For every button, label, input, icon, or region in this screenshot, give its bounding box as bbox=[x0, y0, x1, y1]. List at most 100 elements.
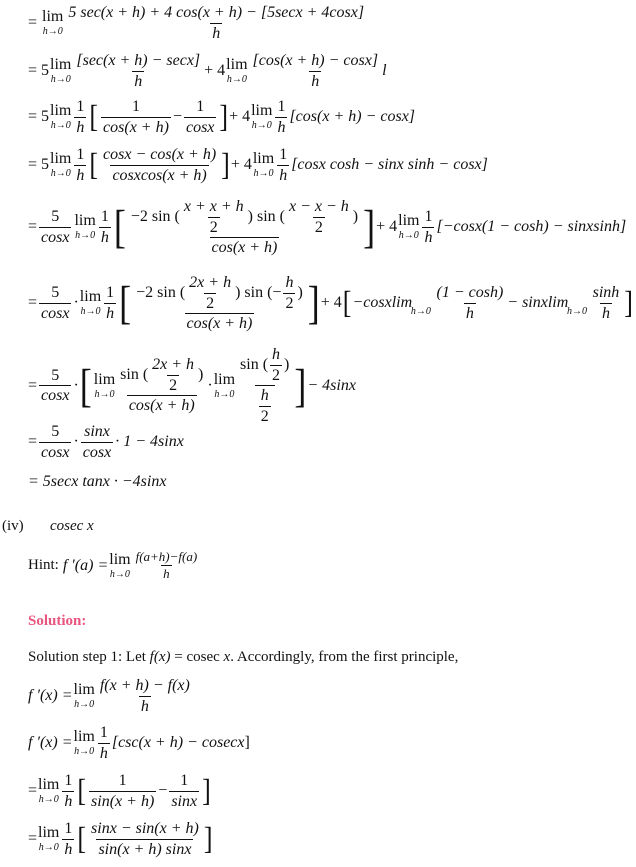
equals-sign: = bbox=[28, 782, 38, 800]
fraction: [sec(x + h) − secx] h bbox=[74, 52, 202, 90]
numerator: 1 bbox=[196, 98, 205, 115]
numerator: 1 bbox=[76, 98, 85, 115]
numerator: 1 bbox=[76, 146, 85, 163]
denominator: cosxcos(x + h) bbox=[110, 164, 209, 184]
bracket-expression: [cos(x + h) − cosx] bbox=[289, 108, 416, 126]
lim-text: lim bbox=[42, 8, 64, 26]
lim-text: lim bbox=[73, 681, 95, 699]
sin: sin bbox=[240, 355, 259, 373]
final-result: = 5secx tanx · −4sinx bbox=[28, 473, 167, 490]
fraction: cosx − cos(x + h)cosxcos(x + h) bbox=[101, 146, 218, 184]
right-bracket: ] bbox=[221, 147, 230, 182]
numerator: x + x + h bbox=[183, 198, 244, 215]
cosecx: cosecx bbox=[201, 734, 245, 752]
lim-text: lim bbox=[50, 150, 72, 168]
fx: f(x) bbox=[149, 649, 171, 665]
part-iv-label: (iv) bbox=[2, 518, 24, 534]
neg-two-sin: −2 sin bbox=[130, 207, 171, 225]
numerator: sinh bbox=[592, 284, 620, 302]
lim-sub: h→0 bbox=[214, 388, 235, 400]
numerator: 5 bbox=[51, 423, 60, 440]
denominator: cosx bbox=[39, 226, 72, 246]
left-bracket: [ bbox=[89, 147, 99, 182]
numerator: 1 bbox=[118, 772, 127, 789]
lim-text: lim bbox=[251, 102, 273, 120]
dot: · bbox=[73, 376, 79, 394]
part-iv-function: cosec x bbox=[50, 518, 94, 535]
equals-sign: = bbox=[28, 433, 38, 451]
right-bracket: ] bbox=[294, 359, 307, 412]
lim-sub: h→0 bbox=[38, 794, 59, 806]
denominator: h bbox=[74, 164, 87, 184]
lim-sub: h→0 bbox=[109, 568, 130, 580]
denominator: 2 bbox=[258, 405, 271, 425]
sin: sin bbox=[256, 207, 276, 225]
left-bracket: [ bbox=[79, 359, 92, 412]
tail-expression: − 4sinx bbox=[307, 376, 356, 394]
lim-sub: h→0 bbox=[398, 230, 419, 242]
denominator: cosx bbox=[39, 441, 72, 461]
numerator: cosx − cos(x + h) bbox=[103, 146, 217, 163]
numerator: [sec(x + h) − secx] bbox=[76, 52, 201, 69]
lim-sub: h→0 bbox=[251, 120, 272, 132]
numerator: 2x + h bbox=[152, 356, 195, 374]
coefficient: + 4 bbox=[230, 156, 252, 174]
lim-text: lim bbox=[109, 550, 131, 568]
sinx-lim: − sinxlim bbox=[507, 294, 569, 312]
denominator: cos(x + h) bbox=[209, 237, 280, 257]
lim-text: lim bbox=[50, 56, 72, 74]
denominator: 2 bbox=[312, 216, 325, 236]
numerator: 5 bbox=[51, 208, 60, 226]
coefficient: = 5 bbox=[28, 156, 50, 174]
denominator: sin(x + h) sinx bbox=[96, 838, 194, 858]
minus: − bbox=[272, 283, 282, 301]
numerator: 1 bbox=[424, 208, 433, 226]
coefficient: + 4 bbox=[229, 108, 251, 126]
cosx-lim: −cosxlim bbox=[352, 294, 413, 312]
fraction: sinx − sin(x + h)sin(x + h) sinx bbox=[89, 820, 201, 858]
equals-sign: = bbox=[28, 14, 38, 32]
fraction: f(x + h) − f(x)h bbox=[98, 677, 192, 715]
denominator: h bbox=[463, 302, 476, 322]
numerator: 5 bbox=[51, 366, 60, 384]
denominator: h bbox=[275, 116, 288, 136]
denominator: h bbox=[422, 226, 435, 246]
numerator: 2x + h bbox=[189, 274, 232, 291]
lim-sub: h→0 bbox=[42, 26, 63, 38]
numerator: f(a+h)−f(a) bbox=[135, 549, 198, 564]
lhs: f ′(x) = bbox=[28, 734, 73, 752]
solution-step-1: Solution step 1: Let f(x) = cosec x. Acc… bbox=[28, 649, 458, 666]
fraction: f(a+h)−f(a)h bbox=[134, 549, 200, 582]
equals-sign: = bbox=[28, 376, 38, 394]
denominator: sin(x + h) bbox=[89, 790, 157, 810]
denominator: 2 bbox=[167, 374, 180, 394]
lim-sub: h→0 bbox=[566, 306, 587, 318]
denominator: h bbox=[104, 302, 117, 322]
sin: sin bbox=[244, 283, 264, 301]
